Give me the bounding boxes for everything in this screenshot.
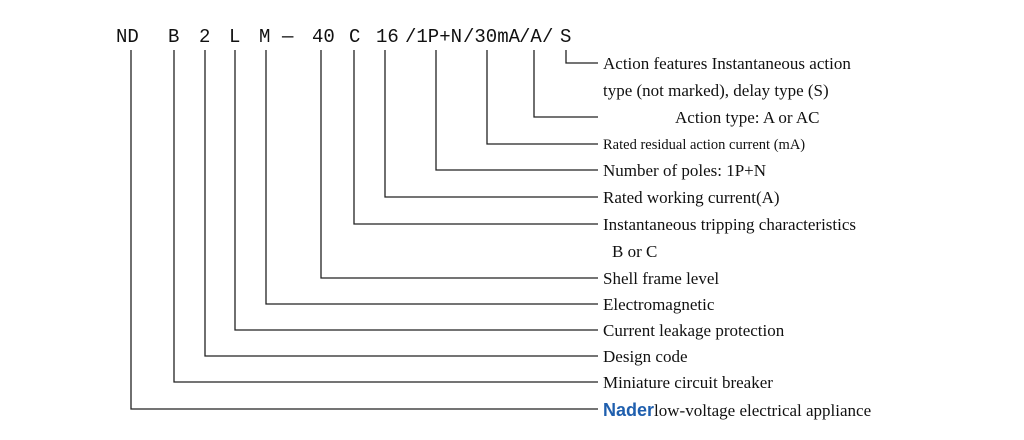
- label-action-features-1: Action features Instantaneous action: [603, 54, 851, 73]
- leader-tripping: [353, 50, 598, 225]
- code-2: 2: [199, 26, 210, 48]
- code-l: L: [229, 26, 240, 48]
- label-tripping-1: Instantaneous tripping characteristics: [603, 215, 856, 234]
- label-action-type: Action type: A or AC: [675, 108, 820, 127]
- leader-design-code: [204, 50, 598, 357]
- leader-mcb: [173, 50, 598, 383]
- code-dash: —: [281, 26, 294, 48]
- label-poles: Number of poles: 1P+N: [603, 161, 766, 180]
- label-working-current: Rated working current(A): [603, 188, 780, 207]
- leader-action-type: [533, 50, 598, 118]
- label-appliance: low-voltage electrical appliance: [654, 401, 871, 420]
- label-design-code: Design code: [603, 347, 688, 366]
- label-brand-line: Naderlow-voltage electrical appliance: [603, 400, 871, 420]
- code-s: S: [560, 26, 571, 48]
- leader-rated-residual: [486, 50, 598, 145]
- label-mcb: Miniature circuit breaker: [603, 373, 773, 392]
- code-c: C: [349, 26, 360, 48]
- leader-shell-frame: [320, 50, 598, 279]
- label-action-features-2: type (not marked), delay type (S): [603, 81, 829, 100]
- leader-poles: [435, 50, 598, 171]
- label-electromagnetic: Electromagnetic: [603, 295, 715, 314]
- leader-brand: [130, 50, 598, 410]
- code-40: 40: [312, 26, 335, 48]
- label-leakage: Current leakage protection: [603, 321, 785, 340]
- leader-action-features: [565, 50, 598, 64]
- leader-electromagnetic: [265, 50, 598, 305]
- code-30ma: /30mA: [463, 26, 521, 48]
- leader-working-current: [384, 50, 598, 198]
- code-m: M: [259, 26, 270, 48]
- code-a: /A: [519, 26, 542, 48]
- label-shell-frame: Shell frame level: [603, 269, 719, 288]
- label-rated-residual: Rated residual action current (mA): [603, 137, 805, 153]
- code-nd: ND: [116, 26, 139, 48]
- code-slash: /: [542, 26, 553, 48]
- code-16: 16: [376, 26, 399, 48]
- brand-logo-text: Nader: [603, 400, 654, 420]
- leader-leakage: [234, 50, 598, 331]
- label-tripping-2: B or C: [612, 242, 657, 261]
- code-poles: /1P+N: [405, 26, 462, 48]
- code-b: B: [168, 26, 179, 48]
